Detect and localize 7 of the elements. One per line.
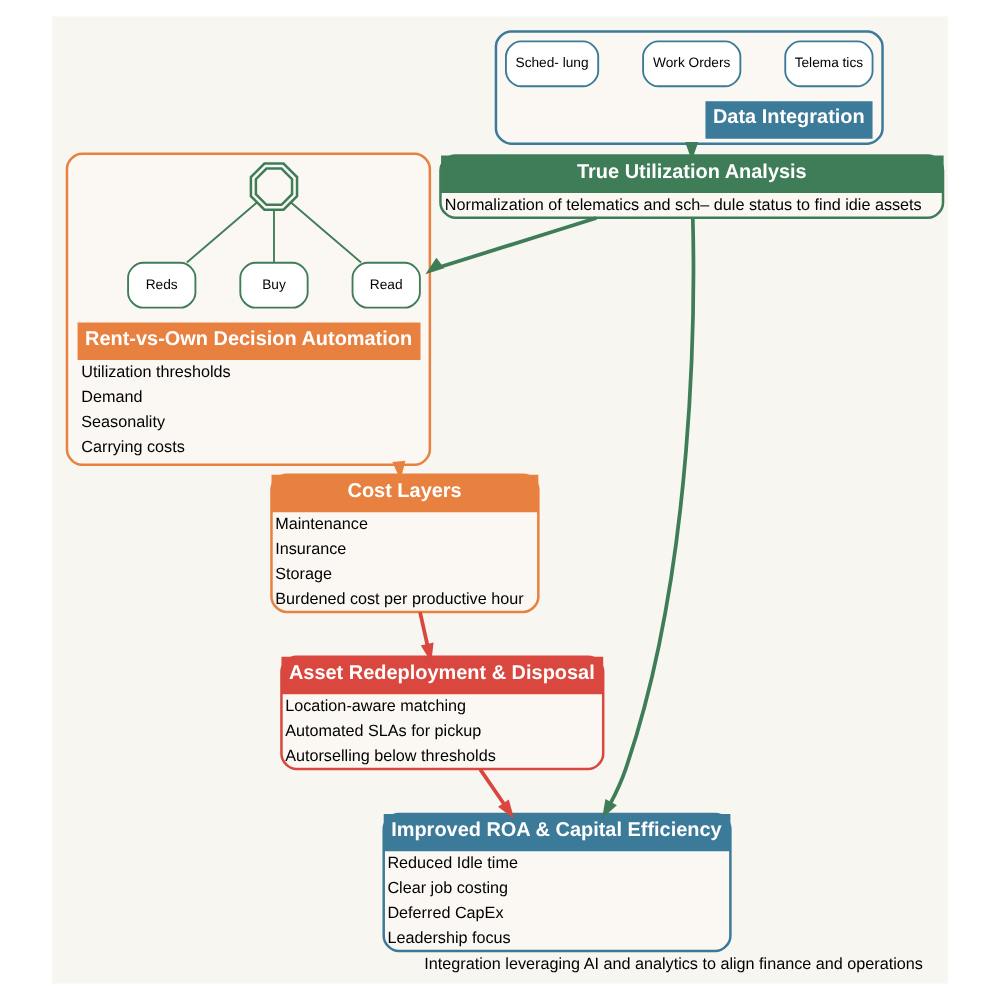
connector [185, 201, 258, 264]
node-gear [249, 162, 299, 211]
connector [290, 201, 362, 264]
arrow [425, 216, 597, 275]
arrow [478, 768, 514, 819]
arrow [602, 217, 696, 819]
connector [273, 209, 275, 264]
